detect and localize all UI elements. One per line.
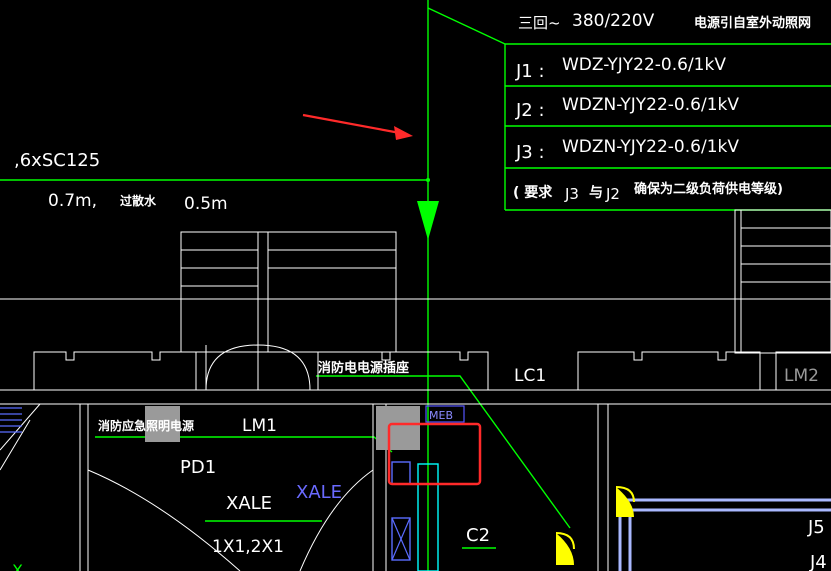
note-prefix: ( 要求 (513, 184, 553, 201)
c2-label: C2 (466, 525, 490, 546)
meb-box (425, 405, 465, 423)
note-and: 与 (589, 185, 603, 201)
conduit-label: ,6xSC125 (14, 150, 100, 171)
meb-column-block (376, 406, 420, 450)
note-j3: J3 (564, 185, 579, 203)
breaker-label: 1X1,2X1 (212, 537, 284, 557)
row-j1-id: J1 : (515, 61, 545, 82)
depth-label-1: 0.7m, (48, 191, 97, 211)
table-header-phase: 三回~ (518, 14, 561, 32)
junction-dot (426, 178, 430, 182)
fire-light-power-label: 消防应急照明电源 (98, 418, 194, 433)
fire-outlet-label: 消防电电源插座 (318, 360, 409, 376)
j5-label: J5 (807, 517, 825, 538)
note-rest: 确保为二级负荷供电等级) (634, 181, 783, 197)
table-header-source: 电源引自室外动照网 (694, 15, 811, 31)
lm2-label: LM2 (784, 366, 819, 386)
xale-blue-label: XALE (296, 482, 342, 503)
building-outline (0, 209, 831, 571)
lm1-label: LM1 (242, 416, 277, 436)
red-annotation-arrow-shaft (302, 113, 401, 135)
row-j2-id: J2 : (515, 100, 545, 121)
depth-label-2: 0.5m (184, 194, 228, 214)
row-j3-spec: WDZN-YJY22-0.6/1kV (562, 137, 739, 157)
table-header-voltage: 380/220V (572, 11, 655, 31)
yellow-light-symbols (555, 486, 635, 565)
row-j3-id: J3 : (515, 142, 545, 163)
corner-x-label: X (12, 561, 23, 571)
note-j2: J2 (605, 185, 620, 203)
meb-label: MEB (429, 409, 453, 422)
cable-spec-table (504, 43, 831, 211)
red-highlight-box (387, 422, 482, 486)
row-j2-spec: WDZN-YJY22-0.6/1kV (562, 95, 739, 115)
j4-label: J4 (809, 552, 827, 571)
xale-label: XALE (226, 493, 272, 514)
wall-note-label: 过散水 (120, 193, 157, 208)
lc1-label: LC1 (514, 366, 546, 386)
pd1-label: PD1 (180, 457, 216, 478)
green-arrow-marker (417, 201, 439, 240)
left-column-block (145, 406, 180, 442)
red-annotation-arrow-head (394, 126, 413, 140)
row-j1-spec: WDZ-YJY22-0.6/1kV (562, 55, 726, 75)
